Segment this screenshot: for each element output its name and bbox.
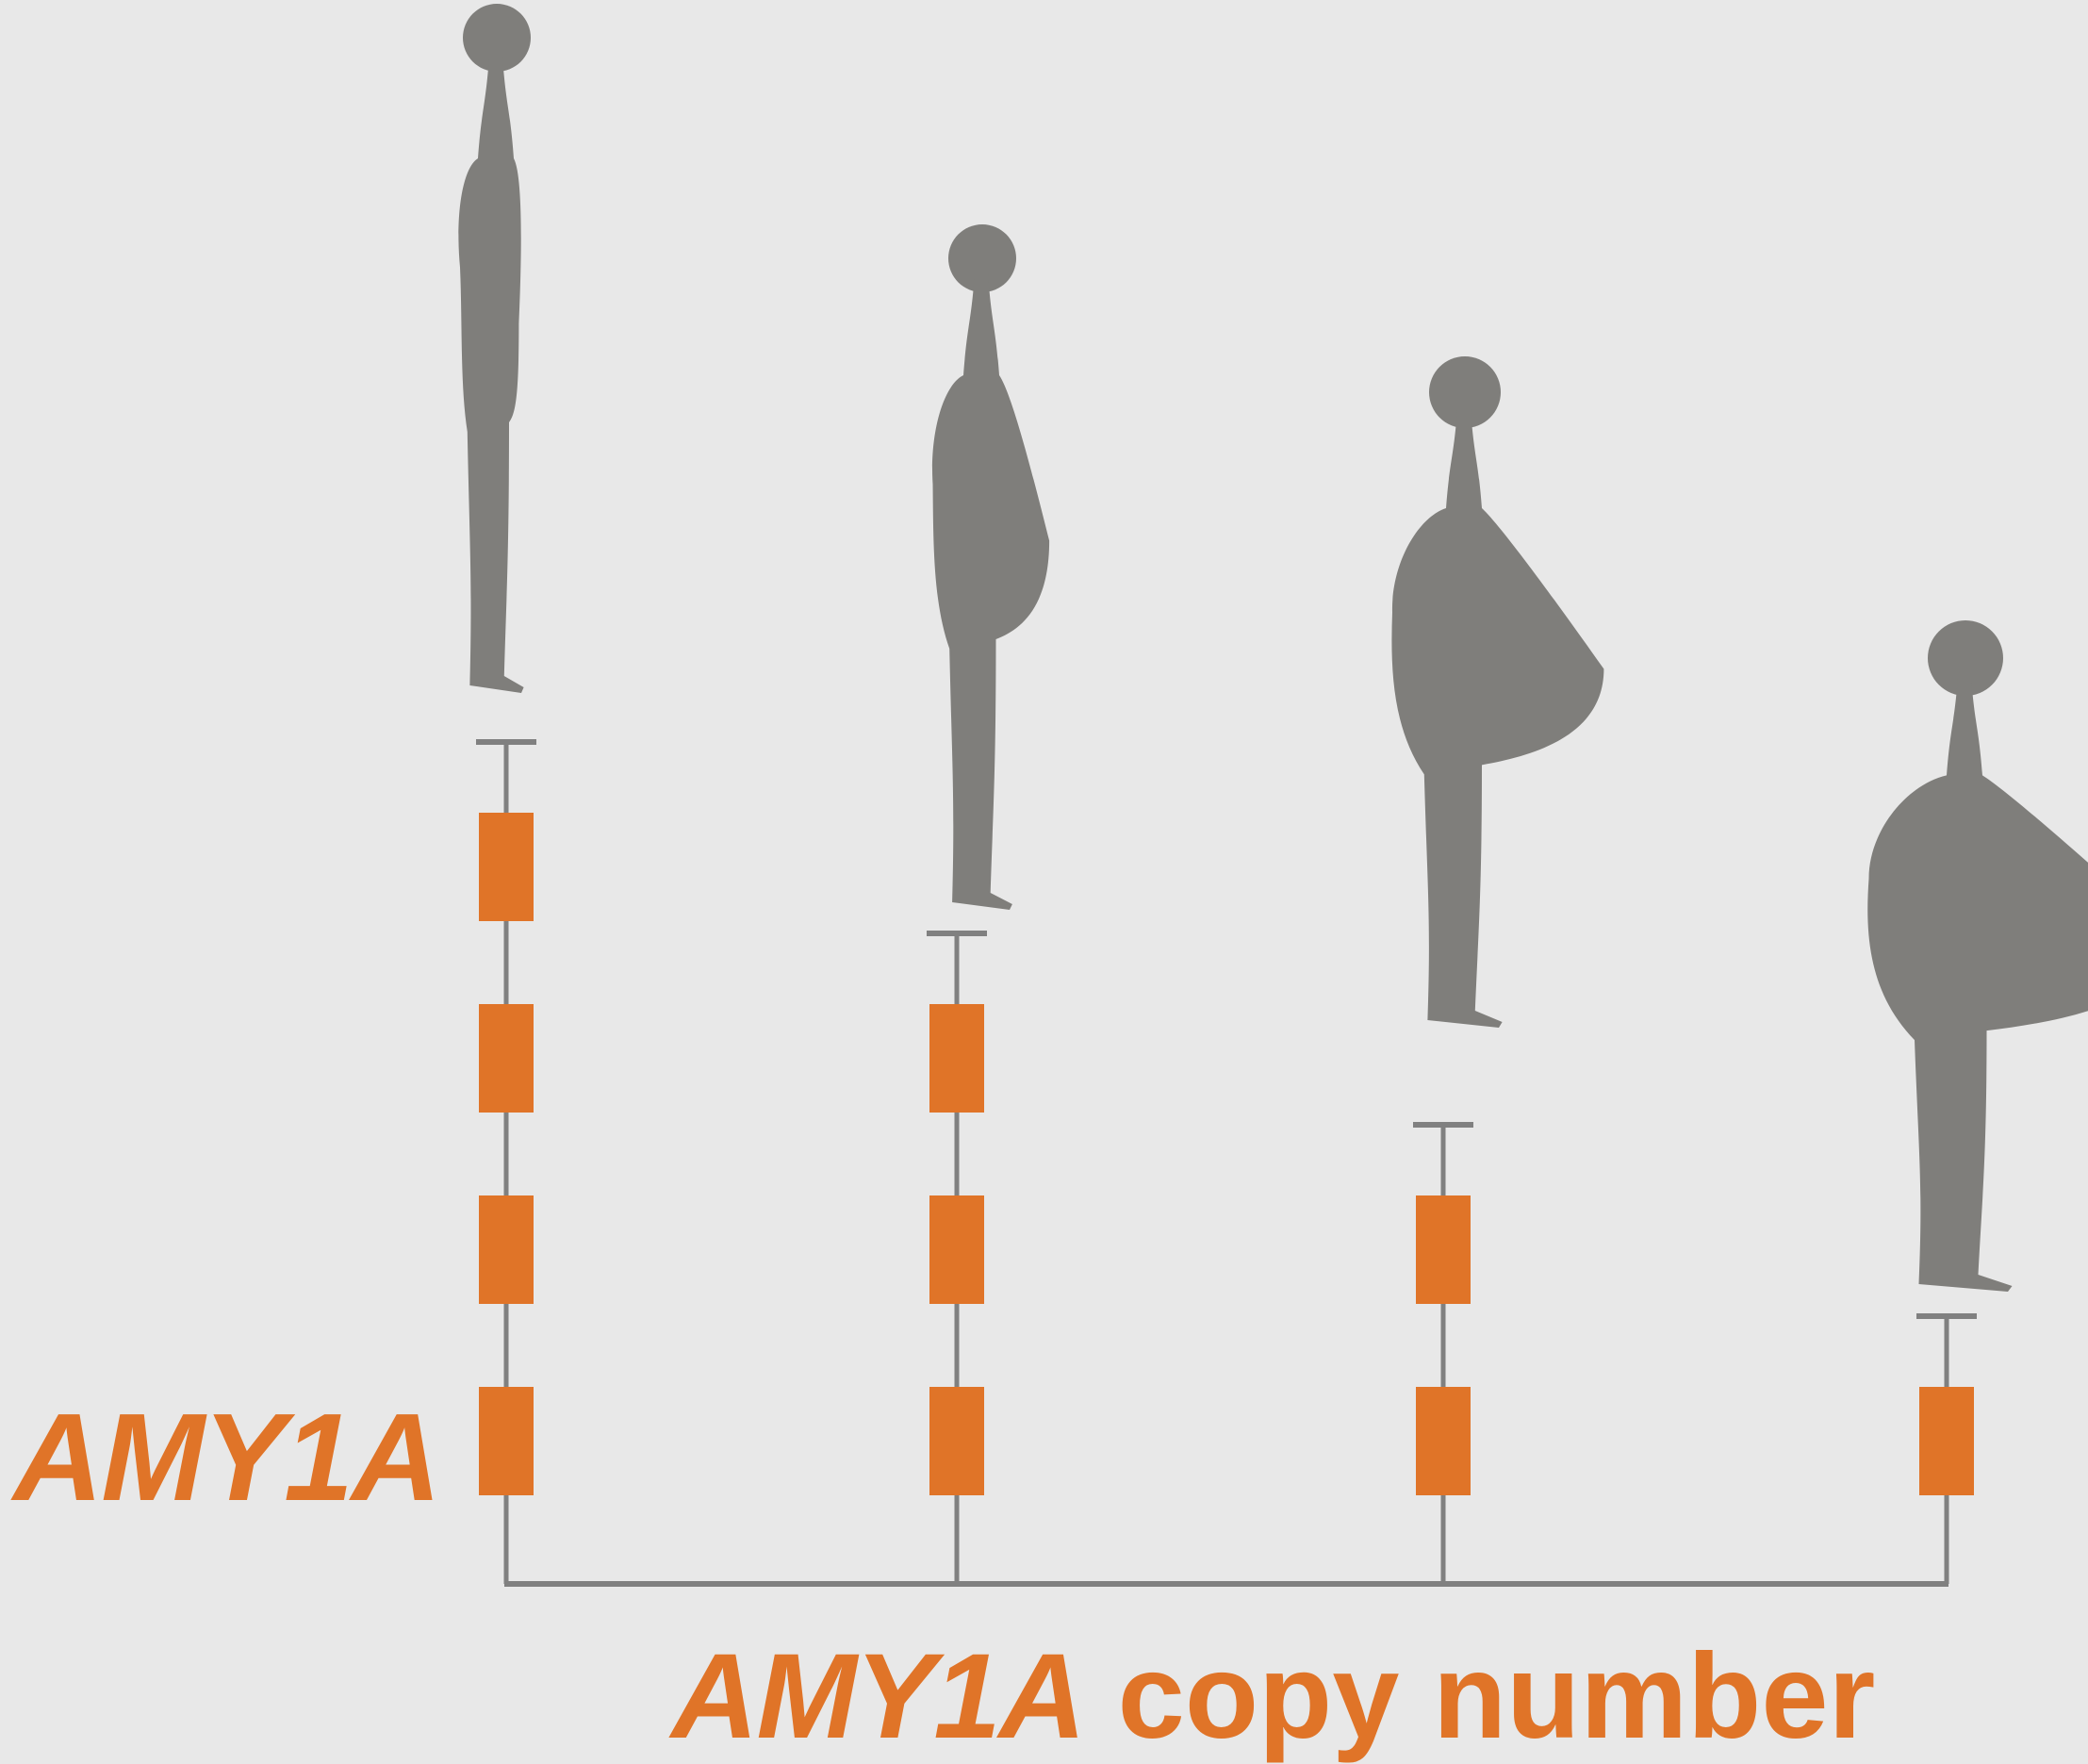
copy-box-2-2 [929,1195,984,1304]
person-2-body [932,273,1049,910]
copy-box-2-3 [929,1004,984,1113]
copy-box-3-1 [1416,1387,1471,1495]
axis-title: AMY1A copy number [671,1637,1875,1757]
copy-box-2-1 [929,1387,984,1495]
copy-box-3-2 [1416,1195,1471,1304]
copy-box-1-3 [479,1004,534,1113]
person-4-body [1867,677,2088,1292]
person-1-body [458,57,523,693]
copy-box-1-4 [479,813,534,921]
copy-box-4-1 [1919,1387,1974,1495]
copy-box-1-2 [479,1195,534,1304]
gene-label: AMY1A [13,1395,439,1520]
person-3-body [1391,409,1603,1028]
copy-box-1-1 [479,1387,534,1495]
